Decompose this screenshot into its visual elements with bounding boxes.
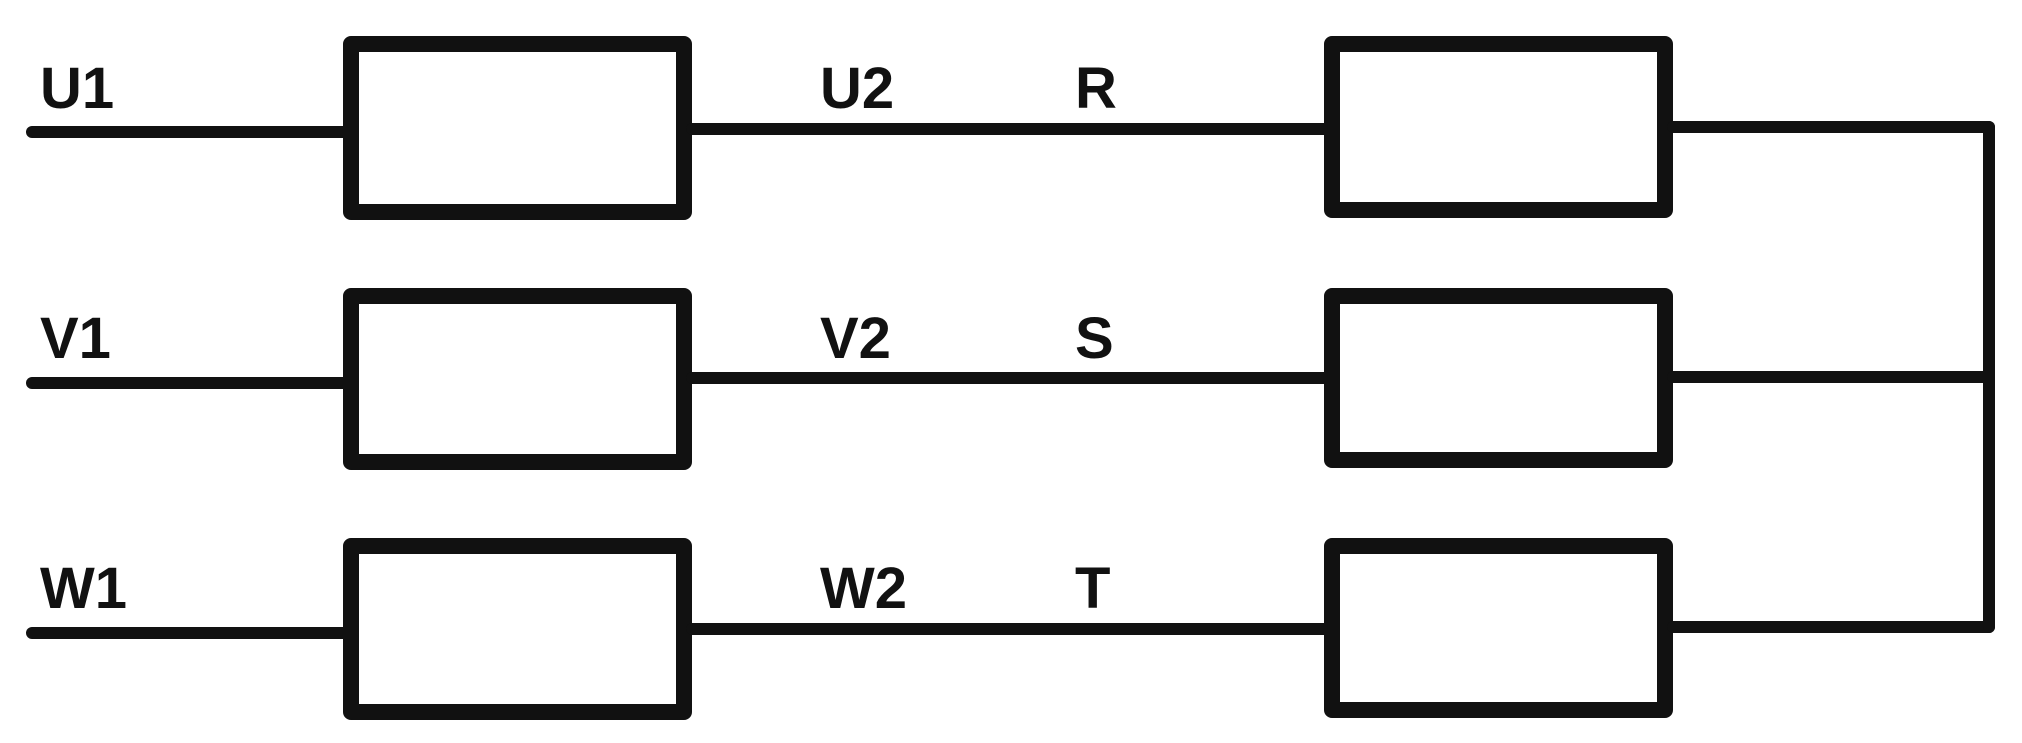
right-resistor-r bbox=[1324, 36, 1673, 218]
row-w: W1 W2 T bbox=[26, 538, 1995, 720]
label-w2: W2 bbox=[820, 556, 907, 621]
row-v: V1 V2 S bbox=[26, 288, 1995, 470]
label-v2: V2 bbox=[820, 306, 891, 371]
label-t: T bbox=[1075, 556, 1110, 621]
label-s: S bbox=[1075, 306, 1114, 371]
row-u: U1 U2 R bbox=[26, 36, 1995, 220]
label-u2: U2 bbox=[820, 56, 894, 121]
label-u1: U1 bbox=[40, 56, 114, 121]
left-resistor-u bbox=[343, 36, 692, 220]
label-w1: W1 bbox=[40, 556, 127, 621]
right-resistor-s bbox=[1324, 288, 1673, 468]
right-resistor-t bbox=[1324, 538, 1673, 718]
left-resistor-w bbox=[343, 538, 692, 720]
label-r: R bbox=[1075, 56, 1117, 121]
left-resistor-v bbox=[343, 288, 692, 470]
label-v1: V1 bbox=[40, 306, 111, 371]
